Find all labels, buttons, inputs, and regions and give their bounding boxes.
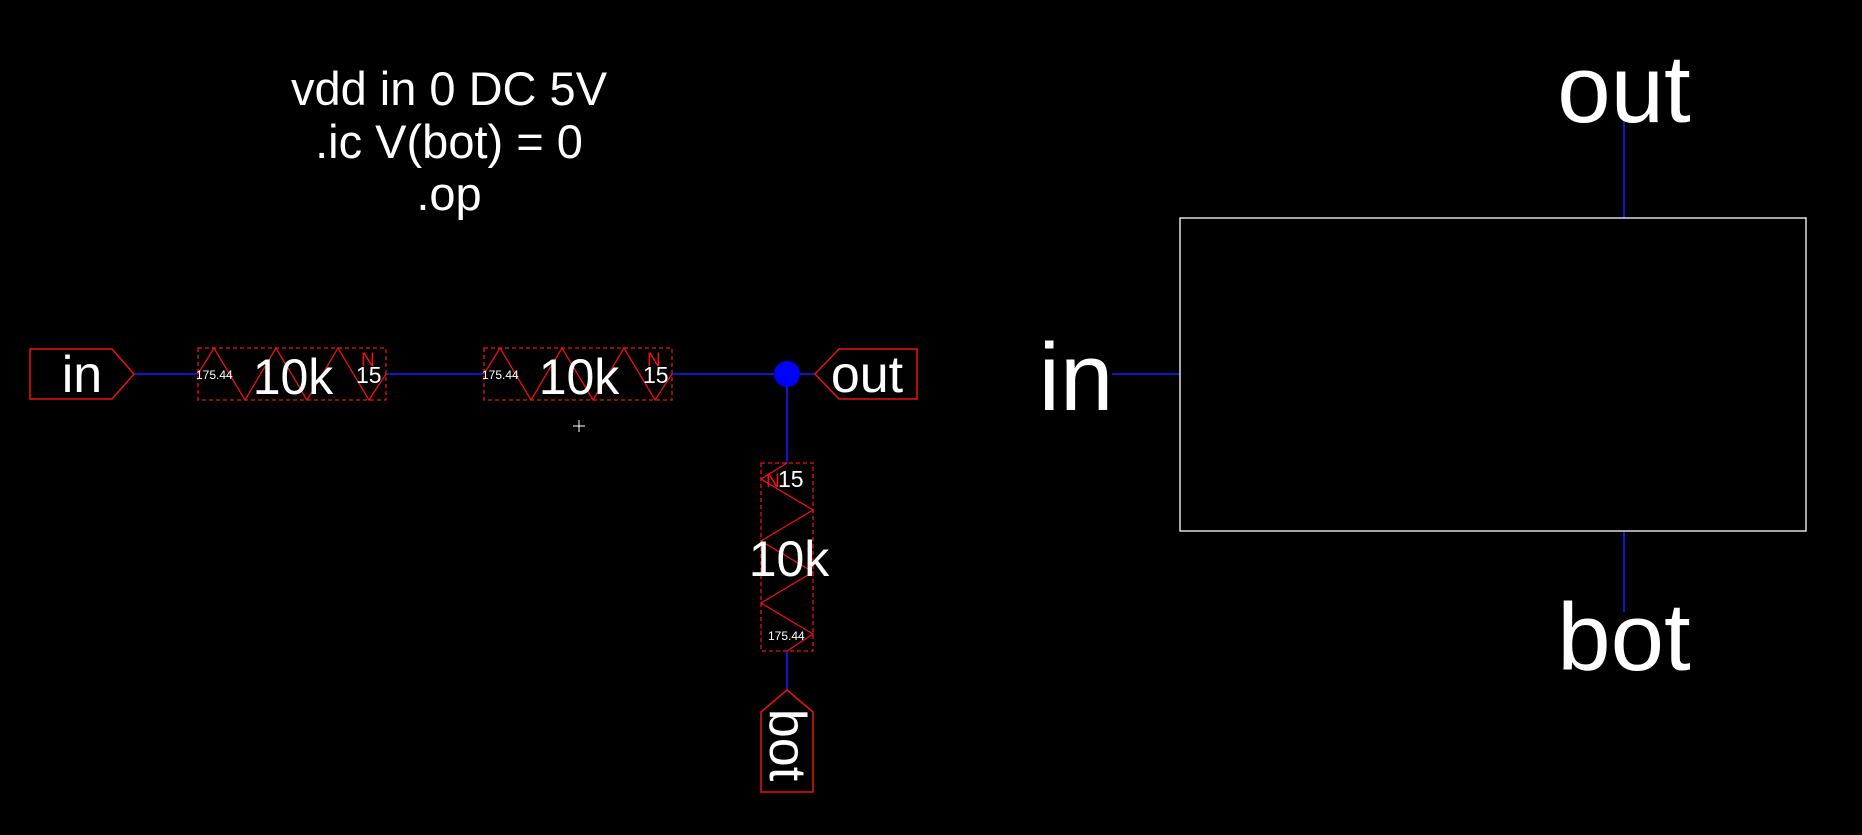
r1-node: 15: [356, 362, 382, 388]
resistor-r2[interactable]: 175.44 10k N 15: [482, 346, 673, 405]
r3-node: 15: [778, 466, 804, 492]
r2-current: 175.44: [482, 368, 519, 382]
pin-out[interactable]: out: [813, 346, 918, 404]
symbol-out-label: out: [1557, 36, 1690, 143]
pin-bot-label: bot: [758, 709, 816, 782]
junction-dot[interactable]: [774, 361, 800, 387]
r1-value: 10k: [253, 349, 335, 405]
subcircuit-symbol[interactable]: in out bot: [1039, 36, 1807, 691]
r3-current: 175.44: [768, 629, 805, 643]
r3-value: 10k: [749, 531, 831, 587]
spice-line-3[interactable]: .op: [416, 167, 481, 220]
pin-in[interactable]: in: [29, 346, 135, 404]
r2-value: 10k: [539, 349, 621, 405]
pin-out-label: out: [831, 346, 904, 404]
resistor-r3[interactable]: N 15 10k 175.44: [749, 462, 831, 652]
r3-marker: N: [766, 471, 780, 492]
r2-marker: N: [647, 350, 661, 371]
r2-node: 15: [643, 362, 669, 388]
wires[interactable]: [134, 118, 1625, 690]
symbol-body[interactable]: [1179, 217, 1807, 532]
pin-in-label: in: [62, 346, 102, 404]
spice-line-2[interactable]: .ic V(bot) = 0: [315, 115, 583, 168]
resistor-r1[interactable]: 175.44 10k N 15: [196, 346, 387, 405]
crosshair-cursor-icon: [573, 420, 585, 432]
symbol-in-label: in: [1039, 324, 1114, 431]
pin-bot[interactable]: bot: [758, 689, 816, 793]
symbol-bot-label: bot: [1557, 584, 1690, 691]
spice-directives[interactable]: vdd in 0 DC 5V .ic V(bot) = 0 .op: [291, 62, 608, 220]
r1-current: 175.44: [196, 368, 233, 382]
spice-line-1[interactable]: vdd in 0 DC 5V: [291, 62, 608, 115]
r1-marker: N: [361, 350, 375, 371]
